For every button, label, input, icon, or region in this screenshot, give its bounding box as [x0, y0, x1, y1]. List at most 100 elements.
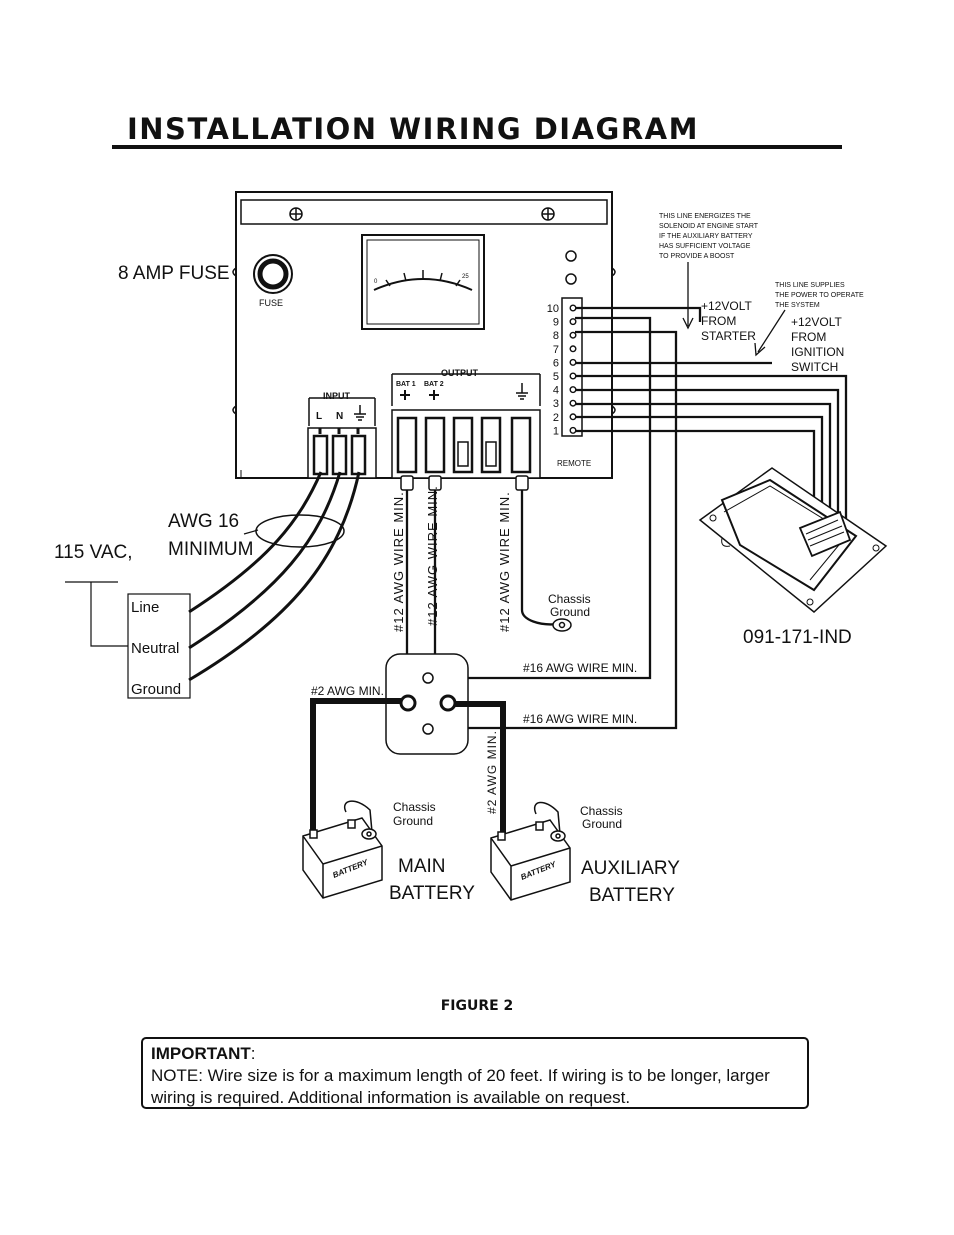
awg16-bottom-label: #16 AWG WIRE MIN.: [523, 712, 637, 726]
starter-note-line: HAS SUFFICIENT VOLTAGE: [659, 243, 751, 250]
main-battery-label-2: BATTERY: [389, 883, 475, 904]
chassis-ground-icon: [552, 618, 572, 632]
starter-label-line: +12VOLT: [701, 299, 752, 313]
remote-wire: [576, 388, 840, 522]
awg12-label-2: #12 AWG WIRE MIN.: [425, 485, 440, 626]
awg2-left-label: #2 AWG MIN.: [311, 684, 384, 698]
input-label: INPUT: [323, 391, 351, 401]
remote-pin-number: 2: [553, 412, 559, 424]
vac-label: 115 VAC,: [54, 542, 133, 563]
ground-symbol-icon: [354, 405, 366, 421]
remote-wire: [576, 415, 824, 528]
ignition-label-line: FROM: [791, 330, 826, 344]
awg16-label-2: MINIMUM: [168, 539, 253, 560]
mounting-screw-icon: [289, 207, 303, 221]
ignition-note-line: THIS LINE SUPPLIES: [775, 282, 845, 289]
remote-wire: [576, 306, 702, 322]
remote-pin-terminal: [569, 426, 577, 434]
ignition-label-line: SWITCH: [791, 360, 838, 374]
page-title: INSTALLATION WIRING DIAGRAM: [127, 112, 699, 146]
fuse-amp-label: 8 AMP FUSE: [118, 263, 230, 284]
ignition-note-line: THE POWER TO OPERATE: [775, 292, 864, 299]
aux-battery-label-2: BATTERY: [589, 885, 675, 906]
meter-min-label: 0: [374, 279, 378, 285]
aux-battery-label-1: AUXILIARY: [581, 858, 680, 879]
remote-pin-number: 3: [553, 398, 559, 410]
remote-pin-terminal: [569, 372, 577, 380]
ground-symbol-icon: [516, 383, 528, 400]
remote-pin-terminal: [569, 331, 577, 339]
remote-pin-terminal: [569, 386, 577, 394]
remote-pin-terminal: [569, 399, 577, 407]
input-term-l: L: [316, 411, 322, 422]
chassis-label-top: Chassis: [548, 592, 591, 606]
remote-pin-number: 9: [553, 317, 559, 329]
figure-caption: FIGURE 2: [440, 998, 514, 1014]
chassis-ground-icon: [361, 828, 377, 840]
awg16-top-label: #16 AWG WIRE MIN.: [523, 661, 637, 675]
ac-ground-label: Ground: [131, 681, 181, 698]
input-term-n: N: [336, 411, 343, 422]
ac-wires: [188, 471, 361, 682]
ignition-label-line: +12VOLT: [791, 315, 842, 329]
ignition-note-line: THE SYSTEM: [775, 302, 820, 309]
heavy-battery-cables: [310, 698, 506, 836]
arrow-icon: [682, 262, 786, 357]
main-battery-icon: [302, 800, 383, 899]
remote-part-number: 091-171-IND: [743, 627, 852, 648]
ignition-label-line: IGNITION: [791, 345, 844, 359]
output-label: OUTPUT: [441, 368, 479, 378]
ground-label-top: Ground: [550, 605, 590, 619]
solenoid: [385, 653, 469, 755]
meter-max-label: 25: [462, 274, 469, 280]
remote-pin-terminal: [569, 358, 577, 366]
chassis-ground-icon: [550, 830, 566, 842]
remote-pin-number: 4: [553, 385, 559, 397]
mounting-screw-icon: [541, 207, 555, 221]
remote-wire-bundle: [576, 306, 848, 531]
starter-note-line: THIS LINE ENERGIZES THE: [659, 213, 751, 220]
awg12-label-1: #12 AWG WIRE MIN.: [391, 491, 406, 632]
chassis-label-main: Chassis: [393, 800, 436, 814]
output-terminal-block: [391, 373, 541, 479]
ground-label-main: Ground: [393, 814, 433, 828]
voltmeter-icon: [361, 234, 485, 330]
aux-battery-icon: [490, 801, 571, 901]
remote-wire: [576, 402, 832, 525]
ac-line-label: Line: [131, 599, 159, 616]
remote-panel: [698, 467, 888, 613]
important-note: IMPORTANT: NOTE: Wire size is for a maxi…: [141, 1037, 809, 1109]
remote-pin-terminal: [569, 345, 577, 353]
terminal-lug-icon: [400, 475, 529, 491]
important-heading: IMPORTANT: [151, 1044, 251, 1063]
chassis-label-aux: Chassis: [580, 804, 623, 818]
ground-label-aux: Ground: [582, 817, 622, 831]
important-colon: :: [250, 1044, 256, 1063]
starter-note-line: SOLENOID AT ENGINE START: [659, 223, 759, 230]
remote-pin-number: 6: [553, 357, 559, 369]
leader-line: [243, 529, 259, 535]
wire-bundle-ellipse: [255, 514, 345, 548]
awg16-label-1: AWG 16: [168, 511, 239, 532]
starter-note-line: IF THE AUXILIARY BATTERY: [659, 233, 753, 240]
fuse-icon: [253, 254, 293, 294]
starter-note: THIS LINE ENERGIZES THE SOLENOID AT ENGIN…: [659, 213, 759, 260]
remote-pin-number: 8: [553, 330, 559, 342]
important-note-text: NOTE: Wire size is for a maximum length …: [151, 1066, 770, 1107]
ac-neutral-label: Neutral: [131, 640, 179, 657]
remote-pin-terminal: [569, 304, 577, 312]
remote-pin-number: 5: [553, 371, 559, 383]
awg2-right-label: #2 AWG MIN.: [485, 730, 499, 814]
remote-pin-terminal: [569, 413, 577, 421]
awg12-label-3: #12 AWG WIRE MIN.: [497, 491, 512, 632]
indicator-led: [565, 273, 577, 285]
plus-icon: [400, 390, 439, 400]
bat1-label: BAT 1: [396, 381, 416, 388]
bat2-label: BAT 2: [424, 381, 444, 388]
remote-connector: [561, 297, 583, 437]
indicator-led: [565, 250, 577, 262]
